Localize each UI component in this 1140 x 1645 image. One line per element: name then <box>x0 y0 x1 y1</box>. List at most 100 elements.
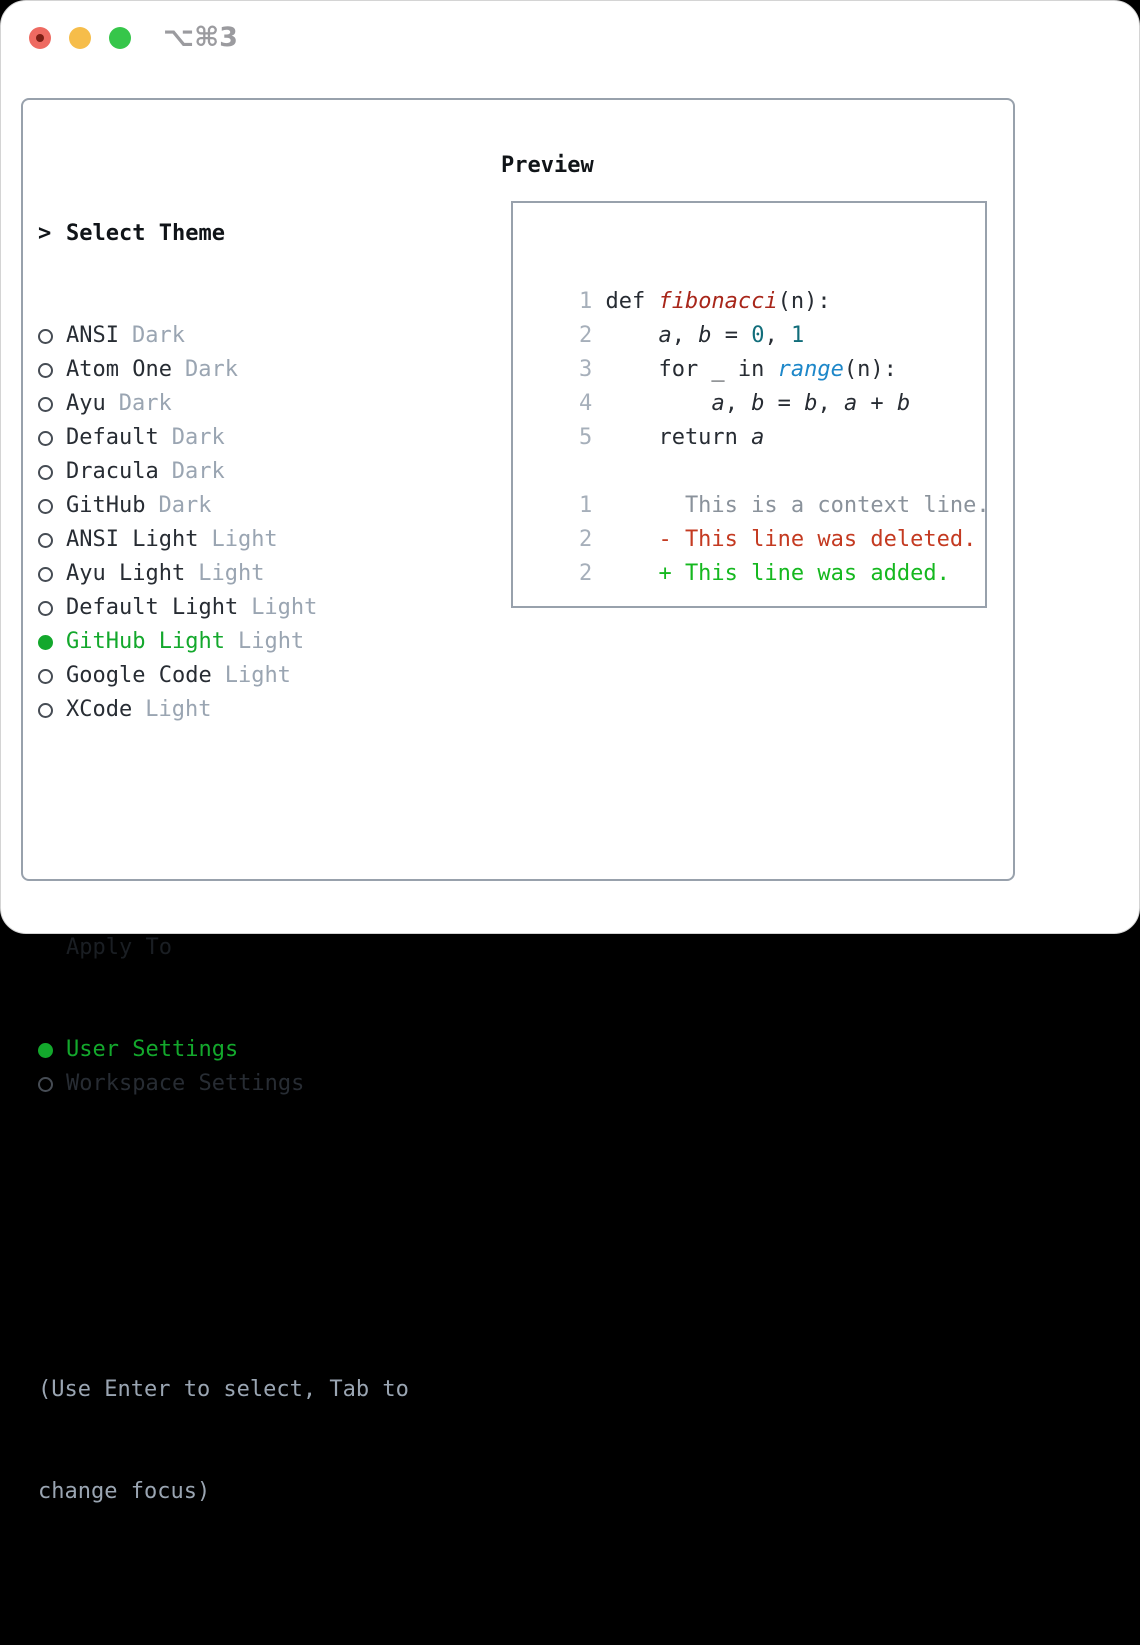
theme-list: ANSI Dark Atom One Dark Ayu Dark Default… <box>38 319 409 727</box>
code-content: - This line was deleted. <box>605 527 976 552</box>
close-button[interactable] <box>29 27 51 49</box>
apply-to-list: User Settings Workspace Settings <box>38 1033 409 1101</box>
theme-variant: Dark <box>184 357 238 382</box>
token-plain: = <box>711 323 752 348</box>
token-plain: (n): <box>843 357 897 382</box>
token-variable: a <box>711 391 725 416</box>
preview-section: Preview <box>501 149 594 183</box>
theme-option[interactable]: ANSI Light Light <box>38 523 409 557</box>
radio-selected-icon <box>38 634 66 650</box>
apply-to-header-row: Apply To <box>38 931 409 965</box>
theme-option[interactable]: Google Code Light <box>38 659 409 693</box>
theme-option[interactable]: Default Light Light <box>38 591 409 625</box>
apply-option-label: Workspace Settings <box>66 1071 305 1096</box>
radio-icon <box>38 532 66 548</box>
minimize-button[interactable] <box>69 27 91 49</box>
theme-option[interactable]: Atom One Dark <box>38 353 409 387</box>
theme-option[interactable]: Default Dark <box>38 421 409 455</box>
theme-option[interactable]: GitHub Light Light <box>38 625 409 659</box>
token-context: This is a context line. <box>605 493 987 518</box>
code-content: + This line was added. <box>605 561 949 586</box>
radio-icon <box>38 702 66 718</box>
theme-variant: Light <box>145 697 212 722</box>
code-content: for _ in range(n): <box>605 357 896 382</box>
theme-variant: Dark <box>131 323 185 348</box>
token-number: 0 <box>751 323 765 348</box>
theme-name: Dracula <box>66 459 159 484</box>
line-number: 4 <box>578 391 593 416</box>
titlebar: ⌥⌘3 <box>29 24 238 51</box>
theme-option[interactable]: ANSI Dark <box>38 319 409 353</box>
code-line: 4 a, b = b, a + b <box>526 353 985 416</box>
token-variable: b <box>751 391 765 416</box>
theme-option[interactable]: Ayu Dark <box>38 387 409 421</box>
theme-name: Atom One <box>66 357 172 382</box>
theme-variant: Dark <box>158 493 212 518</box>
apply-option[interactable]: User Settings <box>38 1033 409 1067</box>
token-plain: , <box>724 391 752 416</box>
theme-option[interactable]: Ayu Light Light <box>38 557 409 591</box>
code-line: 1 This is a context line. <box>526 455 985 518</box>
theme-name: Default <box>66 425 159 450</box>
theme-variant: Dark <box>118 391 172 416</box>
code-content: a, b = 0, 1 <box>605 323 804 348</box>
apply-to-header: Apply To <box>66 935 172 960</box>
code-line: 5 return a <box>526 387 985 450</box>
code-line: 2 a, b = 0, 1 <box>526 285 985 348</box>
radio-icon <box>38 668 66 684</box>
token-variable: b <box>804 391 818 416</box>
token-plain: def <box>605 289 659 314</box>
theme-name: Google Code <box>66 663 212 688</box>
radio-icon <box>38 464 66 480</box>
line-number: 1 <box>578 289 593 314</box>
select-theme-header-row: > Select Theme <box>38 217 409 251</box>
theme-option[interactable]: XCode Light <box>38 693 409 727</box>
token-variable: a <box>658 323 672 348</box>
token-variable: b <box>896 391 911 416</box>
token-variable: a <box>751 425 765 450</box>
theme-name: Default Light <box>66 595 239 620</box>
token-plain: , <box>671 323 699 348</box>
code-content: def fibonacci(n): <box>605 289 830 314</box>
token-plain <box>605 323 658 348</box>
radio-selected-icon <box>38 1042 66 1058</box>
token-deleted: - This line was deleted. <box>605 527 977 552</box>
radio-icon <box>38 566 66 582</box>
preview-box: 1 def fibonacci(n): 2 a, b = 0, 1 3 for _… <box>511 201 987 608</box>
token-plain: for _ in <box>605 357 778 382</box>
theme-name: GitHub Light <box>66 629 225 654</box>
token-plain <box>605 391 711 416</box>
token-variable: b <box>698 323 712 348</box>
select-theme-header: Select Theme <box>66 221 225 246</box>
code-line: 3 for _ in range(n): <box>526 319 985 382</box>
apply-option[interactable]: Workspace Settings <box>38 1067 409 1101</box>
zoom-button[interactable] <box>109 27 131 49</box>
radio-icon <box>38 600 66 616</box>
token-plain: , <box>817 391 844 416</box>
theme-name: XCode <box>66 697 133 722</box>
focus-cursor: > <box>38 221 52 246</box>
theme-name: ANSI Light <box>66 527 199 552</box>
token-number: 1 <box>790 323 805 348</box>
theme-variant: Light <box>237 629 305 654</box>
line-number: 2 <box>578 323 593 348</box>
app-window: ⌥⌘3 > Select Theme ANSI Dark Atom One Dar… <box>0 0 1140 1504</box>
radio-icon <box>38 328 66 344</box>
theme-variant: Light <box>198 561 265 586</box>
theme-variant: Light <box>211 527 278 552</box>
theme-variant: Light <box>251 595 318 620</box>
screen: ⌥⌘3 > Select Theme ANSI Dark Atom One Dar… <box>0 0 1140 1504</box>
hint-text: (Use Enter to select, Tab to change focu… <box>38 1305 409 1577</box>
theme-option[interactable]: GitHub Dark <box>38 489 409 523</box>
theme-variant: Dark <box>171 459 225 484</box>
theme-name: Ayu Light <box>66 561 186 586</box>
apply-to-section: Apply To User Settings Workspace Setting… <box>38 863 409 1169</box>
radio-icon <box>38 396 66 412</box>
theme-name: Ayu <box>66 391 106 416</box>
theme-name: ANSI <box>66 323 119 348</box>
theme-variant: Dark <box>171 425 225 450</box>
theme-option[interactable]: Dracula Dark <box>38 455 409 489</box>
token-plain: , <box>764 323 791 348</box>
radio-icon <box>38 430 66 446</box>
token-variable: a <box>843 391 858 416</box>
